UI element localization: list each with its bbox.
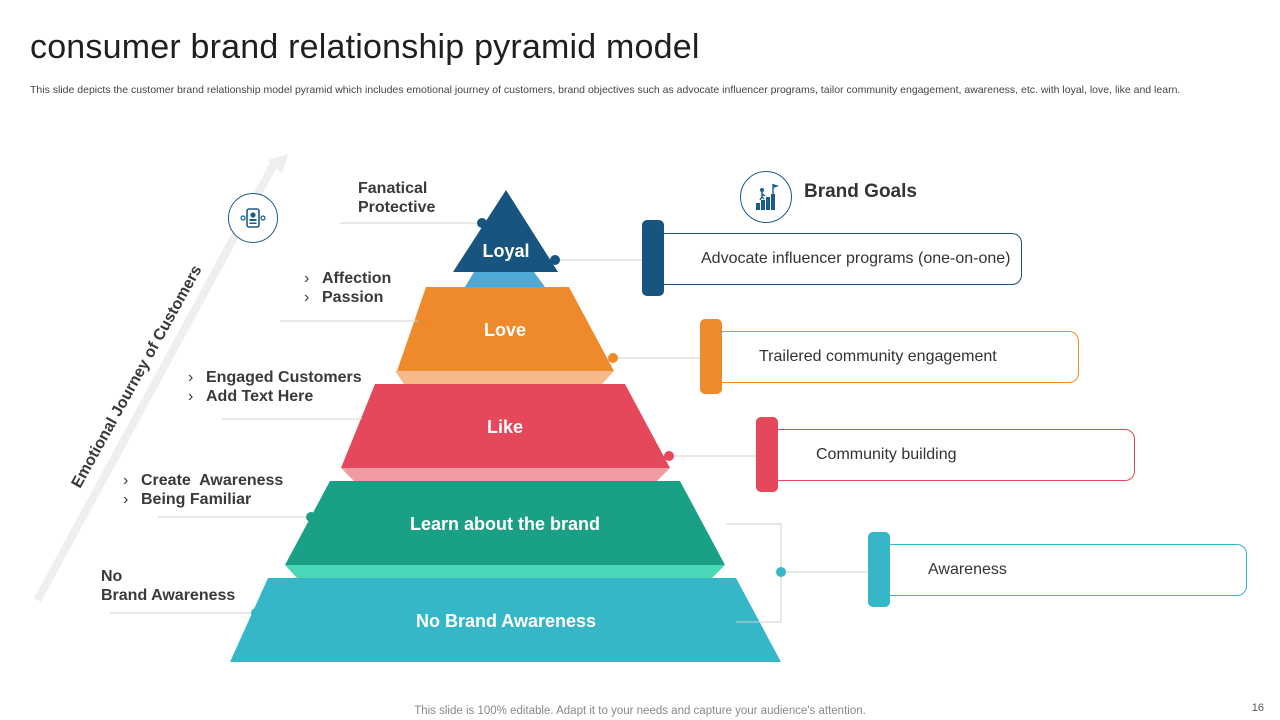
- goal-tab-like: [756, 417, 778, 492]
- connector-love-like: [395, 371, 614, 384]
- chevron-right-icon: ›: [123, 491, 129, 508]
- level-like-shape: [341, 384, 670, 468]
- chevron-right-icon: ›: [123, 472, 129, 489]
- chevron-right-icon: ›: [304, 270, 310, 287]
- customer-profile-icon: [240, 208, 266, 228]
- goal-box-loyal: Advocate influencer programs (one-on-one…: [656, 233, 1022, 285]
- emotion-love: ›Affection ›Passion: [304, 270, 392, 306]
- goal-tab-awareness: [868, 532, 890, 607]
- journey-icon-circle: [228, 193, 278, 243]
- emotion-loyal: Fanatical Protective: [358, 180, 436, 216]
- goal-box-love: Trailered community engagement: [714, 331, 1079, 383]
- page-subtitle: This slide depicts the customer brand re…: [30, 84, 1181, 96]
- connector-loyal-love: [465, 272, 545, 287]
- level-learn-shape: [285, 481, 725, 565]
- right-dots: [550, 255, 786, 577]
- level-love-shape: [397, 287, 614, 371]
- goal-tab-loyal: [642, 220, 664, 296]
- level-none-label: No Brand Awareness: [416, 611, 596, 631]
- connector-learn-none: [285, 565, 725, 578]
- goals-icon-circle: [740, 171, 792, 223]
- page-number: 16: [1251, 702, 1264, 714]
- emotion-learn: ›Create Awareness ›Being Familiar: [123, 472, 284, 508]
- goal-box-awareness: Awareness: [882, 544, 1247, 596]
- level-loyal-shape: [453, 190, 558, 272]
- emotion-like: ›Engaged Customers ›Add Text Here: [188, 369, 362, 405]
- footer-note: This slide is 100% editable. Adapt it to…: [414, 705, 866, 717]
- brand-goals-heading: Brand Goals: [804, 181, 917, 202]
- level-love-label: Love: [484, 320, 526, 340]
- page-title: consumer brand relationship pyramid mode…: [30, 28, 700, 66]
- level-like-label: Like: [487, 417, 523, 437]
- goal-box-like: Community building: [770, 429, 1135, 481]
- chevron-right-icon: ›: [188, 388, 194, 405]
- level-learn-label: Learn about the brand: [410, 514, 600, 534]
- emotion-none: No Brand Awareness: [101, 568, 236, 604]
- connector-like-learn: [341, 468, 670, 481]
- left-dots: [251, 218, 487, 618]
- level-loyal-label: Loyal: [482, 241, 529, 261]
- growth-stairs-flag-icon: [756, 184, 779, 210]
- chevron-right-icon: ›: [304, 289, 310, 306]
- goal-tab-love: [700, 319, 722, 394]
- journey-label: Emotional Journey of Customers: [69, 263, 206, 491]
- left-leaders: [110, 222, 482, 614]
- level-none-shape: [230, 578, 781, 662]
- journey-arrow: [34, 154, 288, 602]
- chevron-right-icon: ›: [188, 369, 194, 386]
